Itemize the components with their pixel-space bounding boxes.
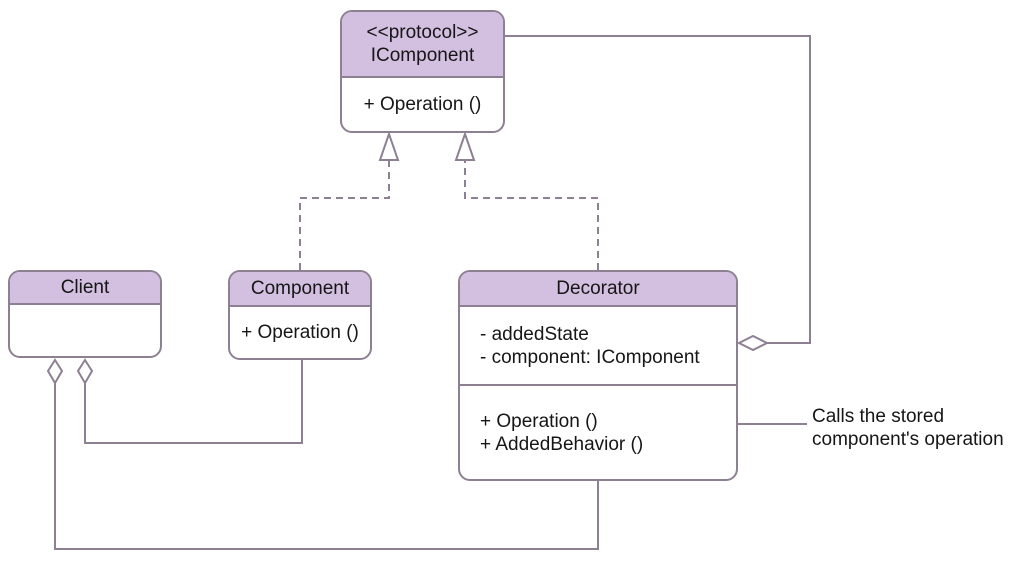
aggregation-client-decorator-diamond	[46, 358, 64, 385]
annotation-note: Calls the stored component's operation	[812, 405, 1004, 451]
attributes-compartment-decorator: - addedState - component: IComponent	[460, 307, 736, 386]
class-stereotype: <<protocol>>	[366, 22, 479, 43]
realization-component-icomponent-line	[299, 160, 390, 270]
class-header-client: Client	[10, 272, 160, 305]
method-item: + Operation ()	[363, 94, 482, 115]
realization-decorator-triangle	[454, 130, 476, 161]
attribute-item: - addedState	[480, 323, 589, 345]
methods-compartment-component: + Operation ()	[230, 307, 370, 358]
realization-decorator-icomponent-line	[464, 160, 599, 270]
class-box-icomponent: <<protocol>> IComponent + Operation ()	[340, 10, 505, 133]
class-box-client: Client	[8, 270, 162, 358]
empty-compartment-client	[10, 305, 160, 356]
method-item: + Operation ()	[480, 410, 598, 432]
class-header-component: Component	[230, 272, 370, 307]
methods-compartment-decorator: + Operation () + AddedBehavior ()	[460, 386, 736, 479]
aggregation-client-component-diamond	[76, 358, 94, 385]
aggregation-decorator-icomponent-line	[505, 35, 811, 344]
realization-component-triangle	[378, 130, 400, 161]
method-item: + Operation ()	[241, 322, 359, 343]
aggregation-decorator-diamond	[736, 334, 770, 352]
class-title: Component	[250, 278, 350, 299]
class-title: IComponent	[370, 45, 475, 66]
class-header-decorator: Decorator	[460, 272, 736, 307]
class-header-icomponent: <<protocol>> IComponent	[342, 12, 503, 78]
class-box-component: Component + Operation ()	[228, 270, 372, 360]
annotation-line: component's operation	[812, 429, 1004, 450]
methods-compartment-icomponent: + Operation ()	[342, 78, 503, 131]
aggregation-client-decorator-line	[54, 383, 599, 550]
class-title: Decorator	[556, 278, 640, 299]
class-box-decorator: Decorator - addedState - component: ICom…	[458, 270, 738, 481]
aggregation-client-component-line	[84, 360, 303, 444]
class-title: Client	[60, 277, 110, 298]
attribute-item: - component: IComponent	[480, 346, 700, 368]
annotation-line: Calls the stored	[812, 406, 945, 427]
method-item: + AddedBehavior ()	[480, 433, 644, 455]
